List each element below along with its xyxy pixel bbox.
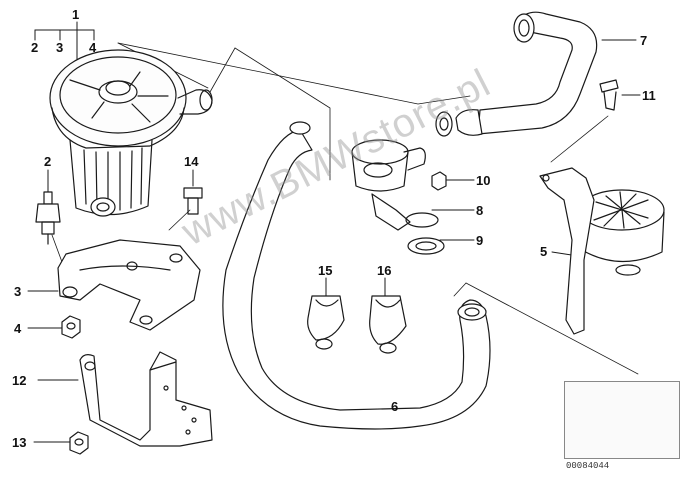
callout-leaders xyxy=(27,21,641,443)
callout-7[interactable]: 7 xyxy=(640,33,648,48)
callout-5[interactable]: 5 xyxy=(540,244,548,259)
catalog-code: 00084044 xyxy=(566,461,610,471)
vehicle-thumbnail xyxy=(564,381,680,459)
hex-bolt xyxy=(183,187,203,215)
callout-4[interactable]: 4 xyxy=(14,321,22,336)
hose-clip-15 xyxy=(307,295,345,350)
callout-2-top[interactable]: 2 xyxy=(31,40,39,55)
expanding-rivet xyxy=(599,79,619,111)
callout-8[interactable]: 8 xyxy=(476,203,484,218)
callout-12[interactable]: 12 xyxy=(12,373,27,388)
valve-gasket xyxy=(407,237,445,255)
callout-3[interactable]: 3 xyxy=(14,284,22,299)
air-filter xyxy=(579,189,665,276)
hose-clip-16 xyxy=(369,295,407,354)
callout-10[interactable]: 10 xyxy=(476,173,491,188)
callout-6[interactable]: 6 xyxy=(391,399,399,414)
air-pump xyxy=(49,49,213,217)
callout-2[interactable]: 2 xyxy=(44,154,52,169)
callout-13[interactable]: 13 xyxy=(12,435,27,450)
callout-4-top[interactable]: 4 xyxy=(89,40,97,55)
check-valve xyxy=(351,139,439,231)
mounting-bracket xyxy=(79,351,213,447)
callout-9[interactable]: 9 xyxy=(476,233,484,248)
pump-bracket xyxy=(57,239,201,331)
filter-bracket xyxy=(539,167,595,335)
callout-16[interactable]: 16 xyxy=(377,263,392,278)
upper-air-hose xyxy=(435,11,598,137)
callout-15[interactable]: 15 xyxy=(318,263,333,278)
long-air-hose xyxy=(222,121,491,430)
callout-11[interactable]: 11 xyxy=(642,88,656,103)
callout-14[interactable]: 14 xyxy=(184,154,199,169)
rubber-mount-bolt xyxy=(35,191,61,245)
callout-1[interactable]: 1 xyxy=(72,7,80,22)
callout-3-top[interactable]: 3 xyxy=(56,40,64,55)
hex-nut xyxy=(61,315,81,339)
valve-nut xyxy=(431,171,447,191)
flange-nut xyxy=(69,431,89,455)
